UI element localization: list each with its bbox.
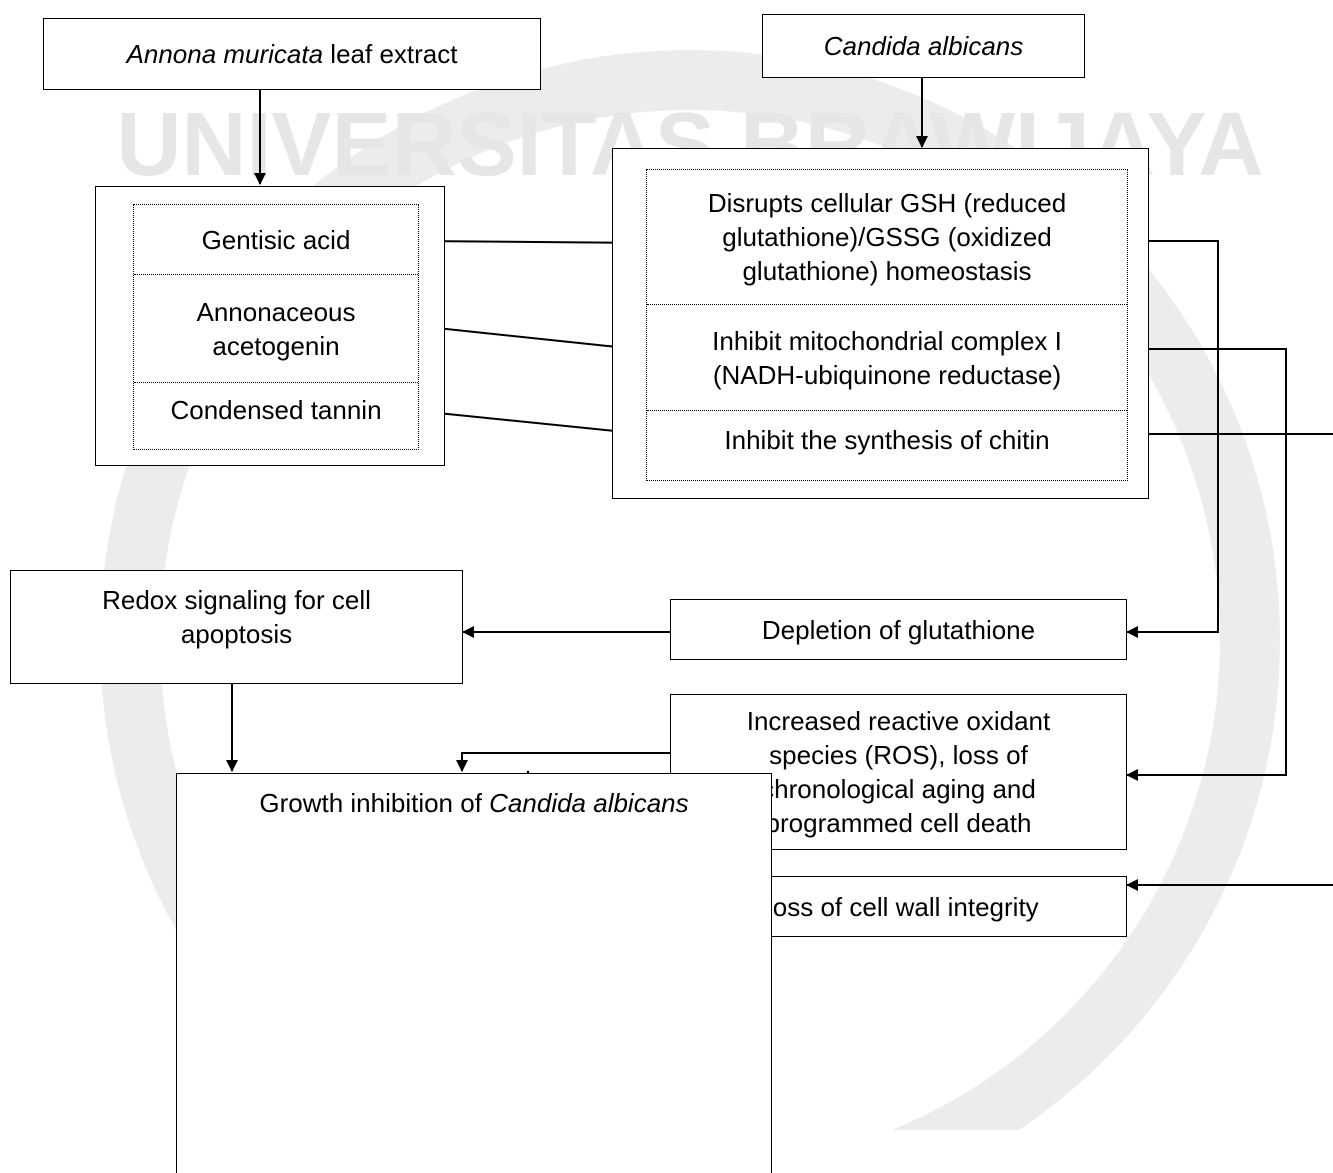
mechanisms-list: Disrupts cellular GSH (reduced glutathio… bbox=[646, 169, 1128, 481]
arrow-gsh-depletion bbox=[1125, 240, 1219, 638]
result-italic: Candida albicans bbox=[489, 788, 689, 818]
extract-box: Annona muricata leaf extract bbox=[43, 18, 541, 90]
ros-box: Increased reactive oxidant species (ROS)… bbox=[670, 694, 1127, 850]
mechanism-complex-i: Inhibit mitochondrial complex I (NADH-ub… bbox=[647, 304, 1127, 410]
mechanisms-group: Disrupts cellular GSH (reduced glutathio… bbox=[612, 148, 1149, 499]
result-prefix: Growth inhibition of bbox=[259, 788, 490, 818]
compound-condensed-tannin: Condensed tannin bbox=[134, 382, 418, 451]
organism-label: Candida albicans bbox=[823, 31, 1024, 61]
compounds-list: Gentisic acid Annonaceous acetogenin Con… bbox=[133, 204, 419, 450]
glutathione-depletion-box: Depletion of glutathione bbox=[670, 599, 1127, 660]
compound-acetogenin: Annonaceous acetogenin bbox=[134, 274, 418, 382]
compound-gentisic-acid: Gentisic acid bbox=[201, 224, 351, 255]
extract-italic: Annona muricata bbox=[126, 39, 324, 69]
arrow-tannin bbox=[417, 410, 646, 439]
extract-rest: leaf extract bbox=[323, 39, 458, 69]
arrow-gentisic bbox=[417, 236, 646, 249]
arrow-ros-result bbox=[456, 752, 670, 772]
growth-inhibition-box: Growth inhibition of Candida albicans bbox=[176, 773, 772, 1173]
mechanism-chitin: Inhibit the synthesis of chitin bbox=[647, 410, 1127, 482]
redox-signaling-box: Redox signaling for cell apoptosis bbox=[10, 570, 463, 684]
organism-box: Candida albicans bbox=[762, 14, 1085, 78]
mechanism-gsh-homeostasis: Disrupts cellular GSH (reduced glutathio… bbox=[707, 188, 1067, 286]
arrow-complex1-ros bbox=[1125, 348, 1287, 781]
compounds-group: Gentisic acid Annonaceous acetogenin Con… bbox=[95, 186, 445, 466]
arrow-acetogenin bbox=[417, 325, 646, 355]
